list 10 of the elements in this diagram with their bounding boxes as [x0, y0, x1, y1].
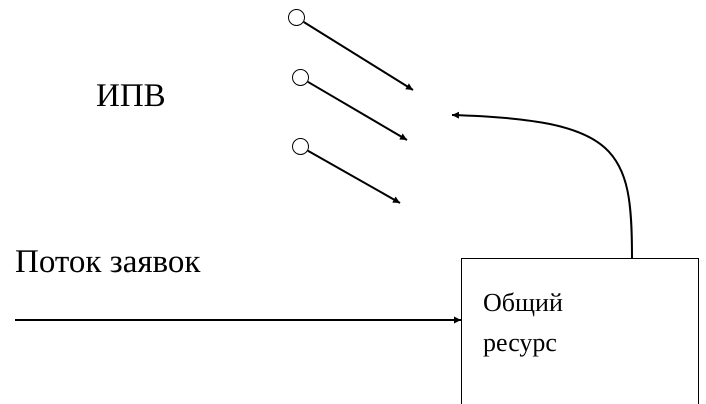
resource-box: [461, 258, 699, 404]
circle-node: [292, 138, 309, 155]
circle-node: [292, 69, 309, 86]
arrow: [452, 112, 633, 258]
arrow: [307, 80, 408, 141]
arrow: [15, 316, 461, 324]
circle-node: [288, 9, 305, 26]
arrow: [303, 21, 414, 91]
node-label: Общий ресурс: [483, 287, 564, 360]
arrow: [307, 150, 400, 204]
